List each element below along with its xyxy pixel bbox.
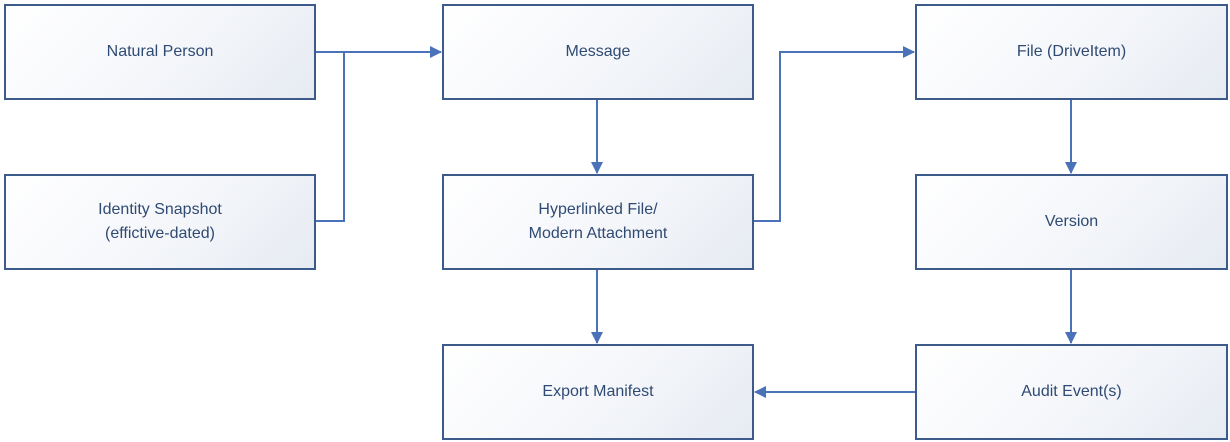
node-identity-snapshot: Identity Snapshot (effictive-dated) (4, 174, 316, 270)
node-version: Version (915, 174, 1228, 270)
edge-identity-snapshot-to-message (316, 52, 345, 222)
node-hyperlinked-file: Hyperlinked File/ Modern Attachment (442, 174, 754, 270)
node-export-manifest: Export Manifest (442, 344, 754, 440)
node-hyperlinked-file-sublabel: Modern Attachment (528, 225, 668, 242)
node-audit-events: Audit Event(s) (915, 344, 1228, 440)
node-message: Message (442, 4, 754, 100)
node-file-driveitem-label: File (DriveItem) (1016, 43, 1127, 60)
node-natural-person: Natural Person (4, 4, 316, 100)
node-version-label: Version (1044, 213, 1099, 230)
node-message-label: Message (565, 43, 631, 60)
node-identity-snapshot-sublabel: (effictive-dated) (105, 225, 215, 242)
node-file-driveitem: File (DriveItem) (915, 4, 1228, 100)
edge-hyperlinked-file-to-file-driveitem (754, 46, 915, 222)
node-identity-snapshot-label: Identity Snapshot (98, 201, 222, 218)
node-natural-person-label: Natural Person (106, 43, 214, 60)
node-audit-events-label: Audit Event(s) (1021, 383, 1122, 400)
node-hyperlinked-file-label: Hyperlinked File/ (538, 201, 658, 218)
node-export-manifest-label: Export Manifest (542, 383, 654, 400)
